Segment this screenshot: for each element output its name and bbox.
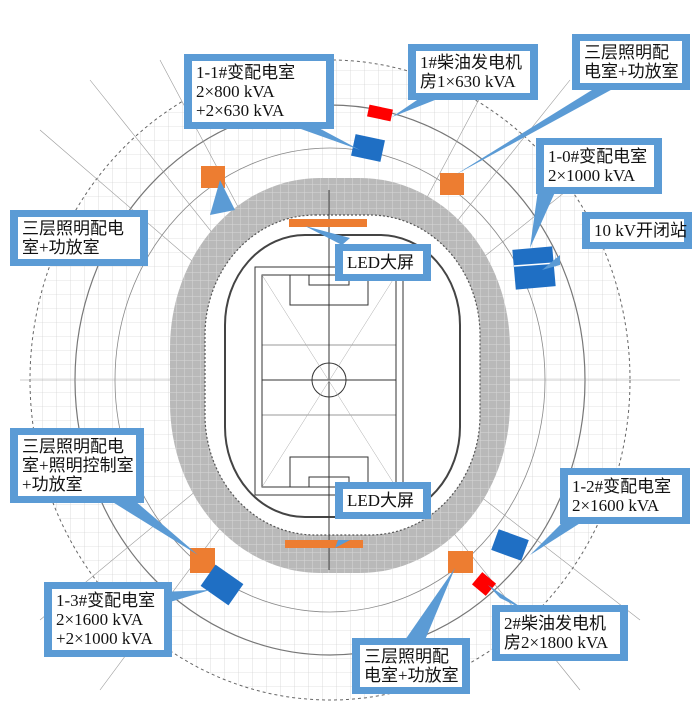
callout-line: 室+照明控制室 (22, 456, 134, 475)
callout-line: 电室+功放室 (584, 62, 679, 81)
callout-lighting-ne: 三层照明配 电室+功放室 (572, 34, 690, 90)
callout-transformer-1-1: 1-1#变配电室 2×800 kVA +2×630 kVA (184, 54, 334, 129)
callout-transformer-1-2: 1-2#变配电室 2×1600 kVA (560, 468, 690, 524)
callout-generator-1: 1#柴油发电机 房1×630 kVA (408, 44, 538, 100)
callout-transformer-1-3: 1-3#变配电室 2×1600 kVA +2×1000 kVA (44, 582, 172, 657)
marker-led-north (289, 219, 367, 227)
callout-line: +功放室 (22, 475, 83, 494)
callout-line: 三层照明配 (364, 647, 449, 666)
callout-line: 三层照明配 (584, 43, 669, 62)
marker-led-south (285, 540, 363, 548)
callout-line: 三层照明配电 (22, 219, 124, 238)
callout-lighting-sw: 三层照明配电 室+照明控制室 +功放室 (10, 428, 144, 503)
callout-lighting-se: 三层照明配 电室+功放室 (352, 638, 470, 694)
marker-generator-2 (471, 572, 497, 596)
callout-line: 1-0#变配电室 (548, 147, 648, 166)
callout-line: 2×1000 kVA (548, 166, 636, 185)
marker-lighting-ne (440, 173, 464, 195)
callout-line: LED大屏 (347, 491, 415, 510)
callout-line: 1-1#变配电室 (196, 63, 296, 82)
marker-transformer-1-3 (200, 564, 244, 606)
marker-lighting-se (448, 551, 473, 573)
callout-line: +2×630 kVA (196, 101, 285, 120)
callout-line: 2×800 kVA (196, 82, 275, 101)
callout-led-south: LED大屏 (335, 482, 431, 519)
callout-pointers (90, 85, 620, 640)
marker-generator-1 (367, 104, 393, 122)
callout-line: 房2×1800 kVA (504, 633, 609, 652)
marker-transformer-1-1 (351, 134, 385, 162)
callout-line: 1-3#变配电室 (56, 591, 156, 610)
marker-lighting-nw (201, 166, 225, 188)
callout-line: 2×1600 kVA (572, 496, 660, 515)
marker-transformer-1-2 (491, 529, 529, 561)
callout-line: 1-2#变配电室 (572, 477, 672, 496)
callout-line: 三层照明配电 (22, 437, 124, 456)
callout-switching-station: 10 kV开闭站 (582, 212, 692, 249)
callout-generator-2: 2#柴油发电机 房2×1800 kVA (492, 605, 628, 661)
callout-line: 10 kV开闭站 (594, 221, 688, 240)
callout-lighting-nw: 三层照明配电 室+功放室 (10, 210, 148, 266)
callout-line: 电室+功放室 (364, 666, 459, 685)
callout-line: +2×1000 kVA (56, 629, 153, 648)
callout-line: 2#柴油发电机 (504, 614, 606, 633)
callout-line: 1#柴油发电机 (420, 53, 522, 72)
football-pitch (254, 190, 404, 570)
callout-line: 室+功放室 (22, 238, 100, 257)
equipment-markers (190, 104, 557, 606)
callout-line: 2×1600 kVA (56, 610, 144, 629)
marker-switching-station (512, 246, 556, 290)
callout-line: 房1×630 kVA (420, 72, 516, 91)
callout-line: LED大屏 (347, 253, 415, 272)
callout-transformer-1-0: 1-0#变配电室 2×1000 kVA (536, 138, 662, 194)
callout-led-north: LED大屏 (335, 244, 431, 281)
